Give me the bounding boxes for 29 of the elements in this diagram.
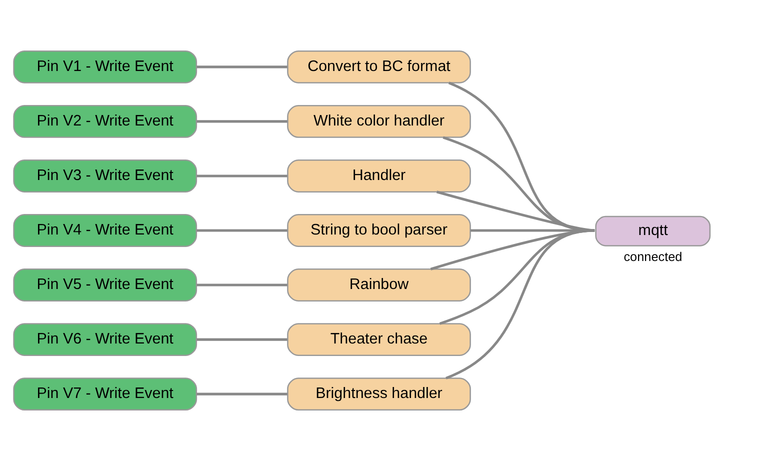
connector (196, 284, 288, 286)
connector (430, 229, 595, 270)
node-box: White color handler (287, 104, 471, 138)
connector (196, 66, 288, 68)
connector (439, 229, 595, 325)
node-box: Pin V7 - Write Event (13, 378, 198, 411)
node-box: Pin V2 - Write Event (13, 104, 198, 138)
connector (196, 120, 288, 123)
node-box: Pin V1 - Write Event (13, 50, 198, 84)
node-box: Brightness handler (287, 378, 471, 411)
connector (196, 174, 288, 178)
connector (448, 82, 595, 232)
node-box: Pin V5 - Write Event (13, 268, 198, 302)
connector (196, 338, 288, 341)
node-box: Pin V3 - Write Event (13, 160, 198, 192)
node-box: Pin V4 - Write Event (13, 214, 198, 247)
connector (436, 190, 595, 232)
node-box: Convert to BC format (287, 50, 471, 84)
connector (446, 229, 595, 380)
node-box: Handler (287, 160, 471, 192)
node-box: Theater chase (287, 323, 471, 356)
node-label: connected (624, 250, 682, 264)
connector (442, 136, 595, 232)
connector (196, 392, 288, 396)
node-box: String to bool parser (287, 214, 471, 247)
connector (196, 229, 288, 232)
node-box: Rainbow (287, 268, 471, 302)
node-box: Pin V6 - Write Event (13, 323, 198, 356)
connector (470, 229, 595, 232)
